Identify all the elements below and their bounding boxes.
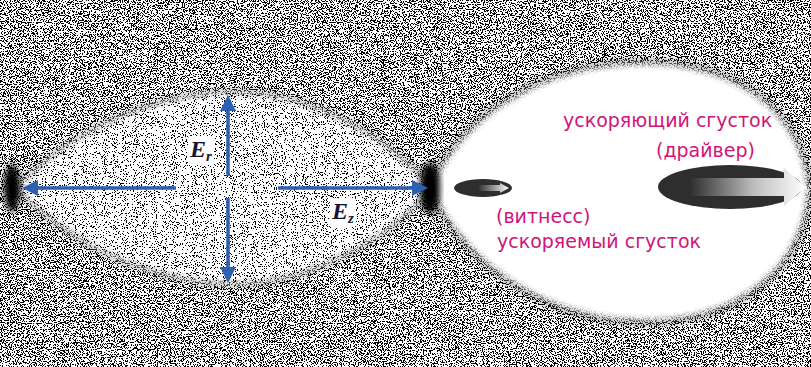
bunch-label: (витнесс) (496, 206, 590, 228)
front-cavity (432, 64, 808, 320)
bunch-label: ускоряющий сгусток (563, 110, 772, 132)
bunch-label: ускоряемый сгусток (497, 231, 701, 253)
electron-spike (4, 164, 20, 212)
field-label: Er (188, 136, 214, 165)
field-arrows (34, 108, 414, 270)
bunch-label: (драйвер) (656, 140, 755, 162)
witness-bunch (454, 179, 512, 197)
bunch-arrow (478, 183, 509, 193)
field-label: Ez (330, 198, 356, 227)
bunch-arrow (690, 168, 806, 206)
arrow-heads (22, 95, 428, 283)
